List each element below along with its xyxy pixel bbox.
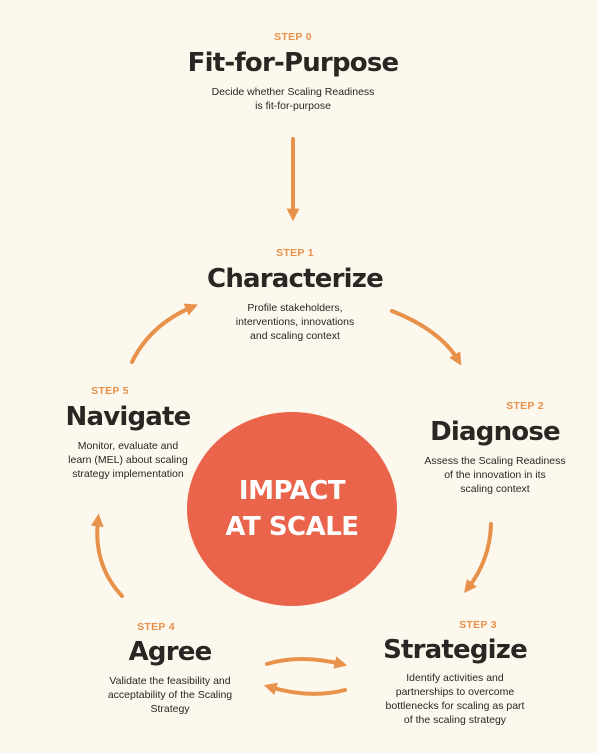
step-4-block: STEP 4 Agree Validate the feasibility an… <box>70 621 270 716</box>
step-0-block: STEP 0 Fit-for-Purpose Decide whether Sc… <box>143 31 443 113</box>
step-1-block: STEP 1 Characterize Profile stakeholders… <box>145 247 445 343</box>
impact-at-scale-circle: IMPACT AT SCALE <box>187 412 397 606</box>
step-4-label: STEP 4 <box>137 621 175 633</box>
step-0-description: Decide whether Scaling Readiness is fit-… <box>211 86 375 112</box>
step-0-label: STEP 0 <box>274 31 312 43</box>
impact-at-scale-text: IMPACT AT SCALE <box>225 476 359 542</box>
step-1-description: Profile stakeholders, interventions, inn… <box>235 302 355 342</box>
step-2-title: Diagnose <box>430 417 561 447</box>
step-3-description: Identify activities and partnerships to … <box>385 672 525 726</box>
step-1-label: STEP 1 <box>276 247 314 259</box>
arrow-step4-to-step5 <box>90 513 124 598</box>
step-2-block: STEP 2 Diagnose Assess the Scaling Readi… <box>400 400 590 496</box>
step-0-title: Fit-for-Purpose <box>187 48 399 78</box>
arrow-step2-to-step3 <box>464 522 493 594</box>
arrow-step3-to-step4-top <box>265 656 348 669</box>
step-3-label: STEP 3 <box>459 619 497 631</box>
step-5-block: STEP 5 Navigate Monitor, evaluate and le… <box>38 385 218 481</box>
step-5-title: Navigate <box>65 402 192 432</box>
step-4-description: Validate the feasibility and acceptabili… <box>107 675 233 715</box>
arrow-step5-to-step1 <box>130 303 198 364</box>
step-4-title: Agree <box>128 637 213 667</box>
step-3-block: STEP 3 Strategize Identify activities an… <box>360 619 550 727</box>
step-1-title: Characterize <box>207 264 384 294</box>
step-5-description: Monitor, evaluate and learn (MEL) about … <box>68 440 188 480</box>
step-2-description: Assess the Scaling Readiness of the inno… <box>424 455 566 495</box>
step-3-title: Strategize <box>383 635 528 665</box>
arrow-step1-to-step2 <box>390 309 462 366</box>
step-2-label: STEP 2 <box>506 400 544 412</box>
arrow-step4-to-step3-bottom <box>263 682 347 696</box>
step-5-label: STEP 5 <box>91 385 129 397</box>
